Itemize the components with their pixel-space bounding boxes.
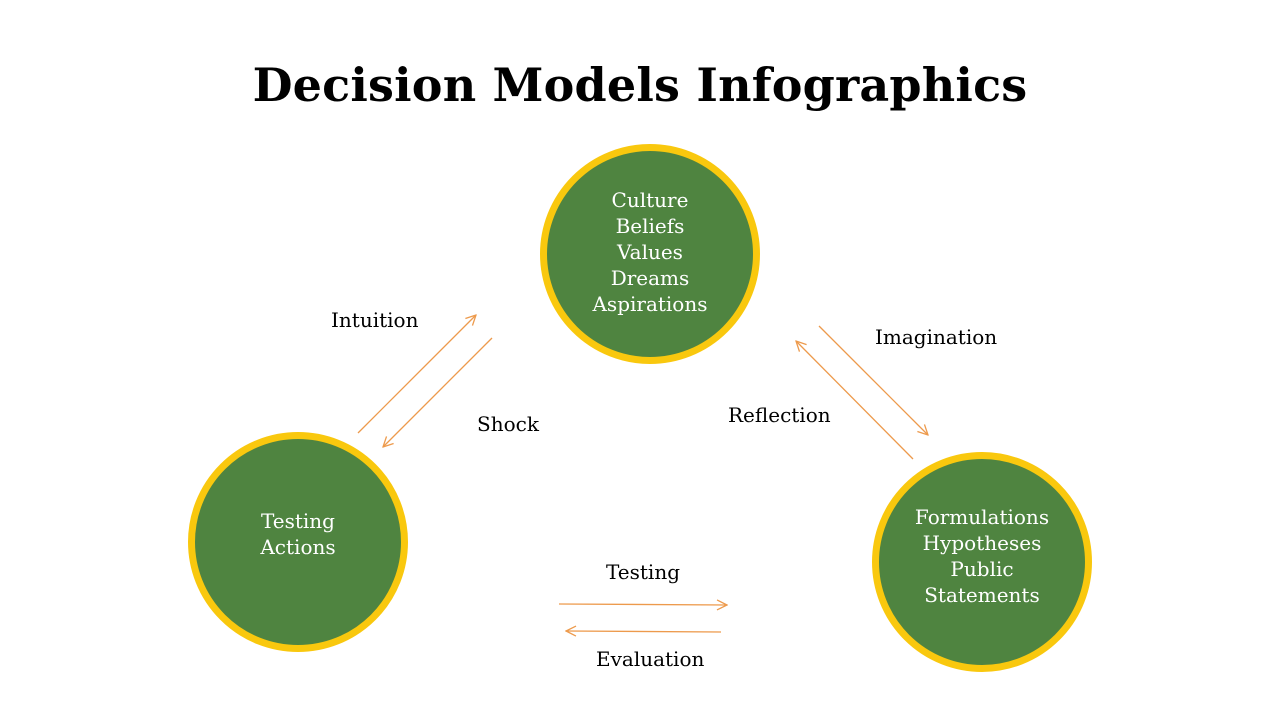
label-imagination: Imagination — [875, 325, 998, 349]
node-line: Formulations — [914, 505, 1050, 529]
node-line: Beliefs — [615, 214, 685, 238]
node-line: Actions — [260, 535, 336, 559]
label-evaluation: Evaluation — [596, 647, 705, 671]
slide-title: Decision Models Infographics — [252, 58, 1028, 112]
label-shock: Shock — [477, 412, 539, 436]
arrow-evaluation — [566, 631, 722, 632]
node-line: Values — [617, 240, 683, 264]
node-line: Testing — [260, 509, 335, 533]
node-line: Culture — [611, 188, 689, 212]
node-line: Aspirations — [592, 292, 708, 316]
label-reflection: Reflection — [728, 403, 831, 427]
node-line: Statements — [924, 583, 1040, 607]
label-intuition: Intuition — [331, 308, 419, 332]
arrow-reflection — [796, 341, 914, 460]
arrow-testing — [558, 604, 727, 605]
node-line: Hypotheses — [922, 531, 1042, 555]
arrow-intuition — [357, 315, 476, 434]
arrow-shock — [383, 337, 493, 447]
label-testing: Testing — [606, 560, 681, 584]
arrow-imagination — [818, 325, 928, 435]
node-line: Public — [950, 557, 1014, 581]
node-line: Dreams — [610, 266, 690, 290]
